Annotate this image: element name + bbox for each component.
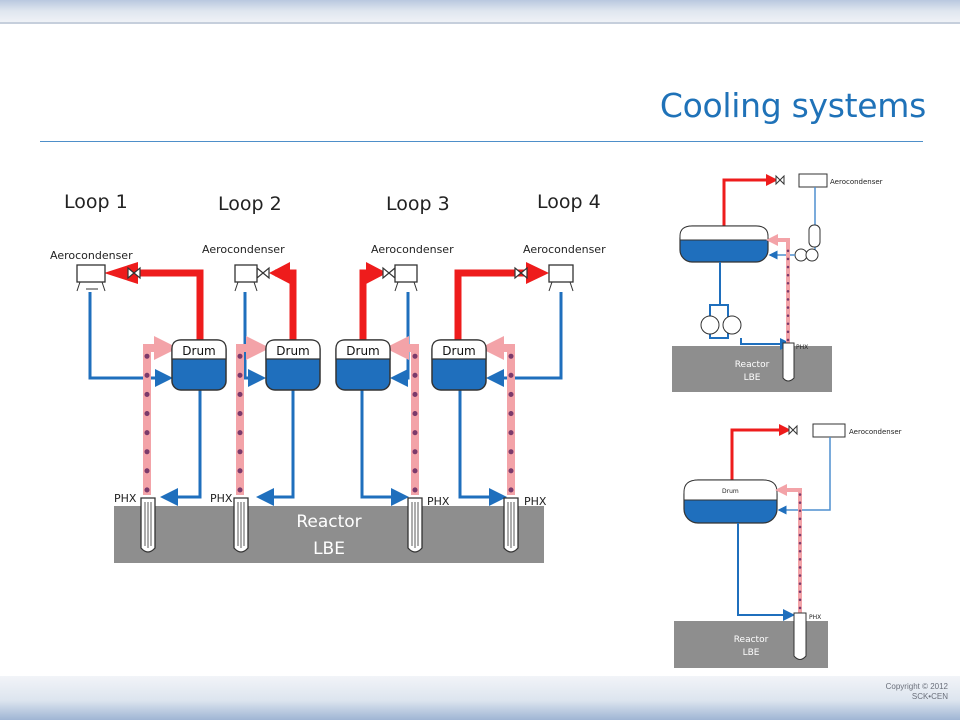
reactor-label-line2: LBE <box>313 539 345 559</box>
br-phx <box>793 612 807 660</box>
br-reactor-line2: LBE <box>743 648 760 658</box>
tr-reactor-line1: Reactor <box>735 360 770 370</box>
reactor-label-line1: Reactor <box>296 512 361 532</box>
drum-loop-4: Drum <box>431 339 487 391</box>
phx-loop-1-label: PHX <box>114 492 137 505</box>
tr-aerocondenser <box>798 173 828 188</box>
title-underline <box>40 141 923 142</box>
copyright-notice: Copyright © 2012 SCK•CEN <box>886 682 948 702</box>
drum-loop-3-label: Drum <box>346 344 379 358</box>
aerocondenser-loop-2 <box>234 264 258 283</box>
drum-loop-4-label: Drum <box>442 344 475 358</box>
br-reactor-line1: Reactor <box>734 635 769 645</box>
copyright-line-2: SCK•CEN <box>911 692 948 701</box>
br-drum-label: Drum <box>722 488 739 495</box>
loop-3-aerocondenser-label: Aerocondenser <box>371 243 454 256</box>
reactor-pool <box>114 506 544 563</box>
bottom-banner <box>0 676 960 720</box>
br-drum: Drum <box>683 479 778 524</box>
top-right-diagram: Reactor LBE Aerocondenser PHX <box>672 173 883 392</box>
tr-drum <box>679 225 769 263</box>
tr-phx-label: PHX <box>796 344 808 351</box>
loop-2-aerocondenser-label: Aerocondenser <box>202 243 285 256</box>
br-phx-label: PHX <box>809 614 821 621</box>
loop-3-title: Loop 3 <box>386 193 450 215</box>
reactor-pool-top-right <box>672 346 832 392</box>
br-aerocondenser-label: Aerocondenser <box>849 428 902 436</box>
tr-phx <box>782 342 795 382</box>
loop-1-aerocondenser-label: Aerocondenser <box>50 249 133 262</box>
loop-4-aerocondenser-label: Aerocondenser <box>523 243 606 256</box>
phx-loop-3-label: PHX <box>427 495 450 508</box>
copyright-line-1: Copyright © 2012 <box>885 682 948 691</box>
tr-reactor-line2: LBE <box>744 373 761 383</box>
drum-loop-2: Drum <box>265 339 321 391</box>
br-aerocondenser <box>812 423 846 438</box>
tr-aerocondenser-label: Aerocondenser <box>830 178 883 186</box>
aerocondenser-loop-4 <box>548 264 574 283</box>
drum-loop-1: Drum <box>171 339 227 391</box>
phx-loop-2-label: PHX <box>210 492 233 505</box>
slide-title: Cooling systems <box>659 86 926 125</box>
bottom-right-diagram: Reactor LBE Aerocondenser Drum PHX <box>674 423 902 668</box>
loop-2-title: Loop 2 <box>218 193 282 215</box>
drum-loop-3: Drum <box>335 339 391 391</box>
aerocondenser-loop-3 <box>394 264 418 283</box>
aerocondenser-loop-1 <box>76 264 106 283</box>
main-diagram: Reactor LBE Loop 1 Loop 2 Loop 3 Loop 4 … <box>50 191 606 563</box>
loop-1-title: Loop 1 <box>64 191 128 213</box>
top-banner <box>0 0 960 24</box>
drum-loop-1-label: Drum <box>182 344 215 358</box>
drum-loop-2-label: Drum <box>276 344 309 358</box>
loop-4-title: Loop 4 <box>537 191 601 213</box>
phx-loop-4-label: PHX <box>524 495 547 508</box>
